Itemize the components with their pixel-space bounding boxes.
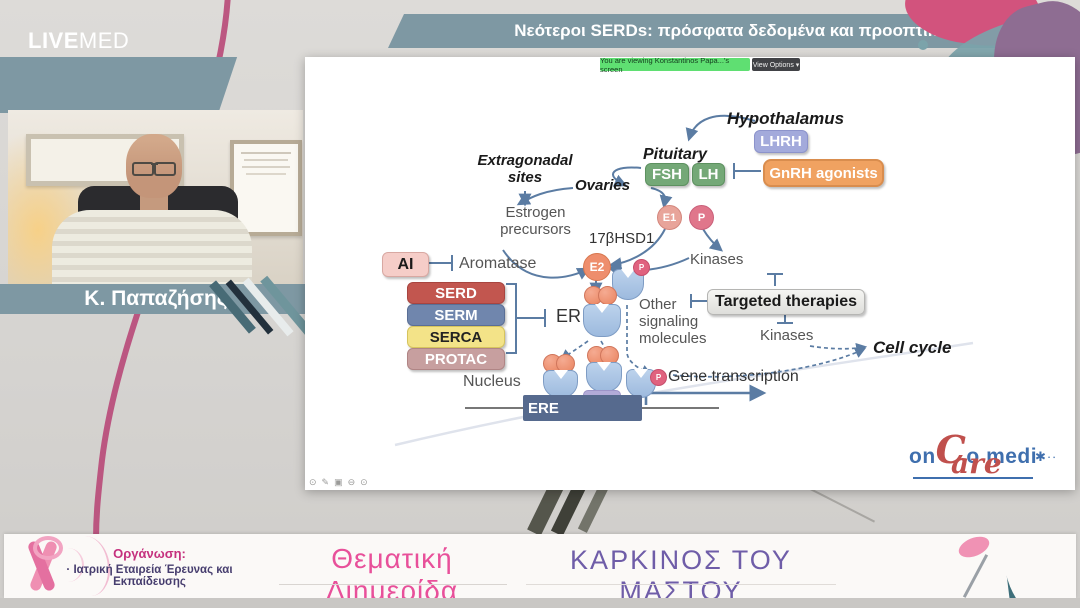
label-kinases-top: Kinases: [690, 251, 744, 268]
label-kinases-bottom: Kinases: [760, 327, 814, 344]
label-estrogen-precursors: Estrogen precursors: [500, 204, 571, 238]
certificate-frame: [230, 140, 302, 236]
dna-bar: ERE: [523, 395, 642, 421]
event-title: ΚΑΡΚΙΝΟΣ ΤΟΥ ΜΑΣΤΟΥ: [570, 545, 792, 598]
e2-circle: E2: [583, 253, 611, 281]
organizer-name: · Ιατρική Εταιρεία Έρευνας και Εκπαίδευσ…: [66, 564, 233, 588]
e1-circle: E1: [657, 205, 682, 230]
label-extragonadal-sites: Extragonadal sites: [477, 152, 573, 186]
targeted-therapies-box: Targeted therapies: [707, 289, 865, 315]
screen-share-banner: You are viewing Konstantinos Papa...'s s…: [600, 55, 750, 74]
torso-outline-illustration-2: [52, 548, 84, 582]
speaker-glasses: [130, 162, 178, 176]
frame-icon[interactable]: ▣: [334, 477, 343, 487]
event-banner: Οργάνωση: · Ιατρική Εταιρεία Έρευνας και…: [4, 534, 1076, 598]
label-hypothalamus: Hypothalamus: [727, 109, 845, 128]
serd-box: SERD: [407, 282, 505, 304]
annotate-icon-1[interactable]: ⊙: [309, 477, 317, 487]
label-ovaries: Ovaries: [575, 177, 631, 194]
shared-slide: You are viewing Konstantinos Papa...'s s…: [305, 55, 1075, 490]
oncomedicare-underline: [913, 477, 1033, 479]
speaker-shirt: [52, 210, 252, 285]
spark-icon: ✱·∙: [1035, 449, 1057, 464]
livemed-logo-live: LIVE: [28, 28, 79, 53]
speaker-name: Κ. Παπαζήσης: [84, 287, 228, 310]
label-er: ER: [556, 306, 582, 326]
torso-outline-illustration: [66, 536, 110, 596]
dna-receptor-1-cup: [543, 370, 578, 398]
p-circle-top: P: [689, 205, 714, 230]
livemed-logo-med: MED: [78, 28, 130, 53]
bottom-strip: [0, 598, 1080, 608]
fsh-box: FSH: [645, 163, 689, 186]
label-nucleus: Nucleus: [463, 373, 521, 390]
label-cell-cycle: Cell cycle: [873, 338, 952, 357]
session-title: Νεότεροι SERDs: πρόσφατα δεδομένα και πρ…: [514, 21, 954, 40]
oncomedicare-logo: onCo medi are ✱·∙: [909, 427, 1057, 480]
label-gene-transcription: Gene transcription: [668, 368, 799, 385]
pink-swoosh-mask: [1004, 534, 1076, 598]
event-type-underline: [279, 584, 507, 585]
annotation-toolbar: ⊙ ✎ ▣ ⊖ ⊙: [309, 477, 368, 488]
makeup-brush-icon: [946, 534, 1006, 598]
label-17bhsd1: 17βHSD1: [589, 230, 655, 247]
label-other-signaling: Other signaling molecules: [639, 296, 707, 347]
protac-box: PROTAC: [407, 348, 505, 370]
p-circle-membrane: P: [633, 259, 650, 276]
view-options-button[interactable]: View Options ▾: [752, 58, 800, 71]
organizer-block: Οργάνωση: · Ιατρική Εταιρεία Έρευνας και…: [32, 546, 267, 588]
lhrh-box: LHRH: [754, 130, 808, 153]
minus-icon[interactable]: ⊖: [347, 477, 356, 487]
p-circle-nucleus: P: [650, 369, 667, 386]
event-title-underline: [526, 584, 836, 585]
gnrh-agonists-box: GnRH agonists: [763, 159, 884, 187]
annotate-icon-2[interactable]: ⊙: [360, 477, 368, 487]
oncomedicare-care: are: [951, 447, 1002, 480]
speaker-panel-band: [0, 57, 238, 113]
er-receptor-cup: [583, 304, 621, 337]
serm-box: SERM: [407, 304, 505, 326]
lh-box: LH: [692, 163, 725, 186]
ere-label: ERE: [528, 400, 559, 417]
ai-box: AI: [382, 252, 429, 277]
pen-icon[interactable]: ✎: [321, 477, 330, 487]
serca-box: SERCA: [407, 326, 505, 348]
livemed-logo: LIVEMED: [28, 28, 129, 54]
label-pituitary: Pituitary: [643, 146, 708, 163]
label-aromatase: Aromatase: [459, 255, 537, 272]
event-type: Θεματική Διημερίδα: [325, 543, 459, 598]
speaker-video[interactable]: [8, 110, 303, 285]
dna-receptor-2-cup: [586, 362, 622, 392]
screen-share-text: You are viewing Konstantinos Papa...'s s…: [600, 55, 730, 74]
splash-dot-1: [918, 40, 928, 50]
organizer-label: Οργάνωση:: [113, 546, 186, 561]
